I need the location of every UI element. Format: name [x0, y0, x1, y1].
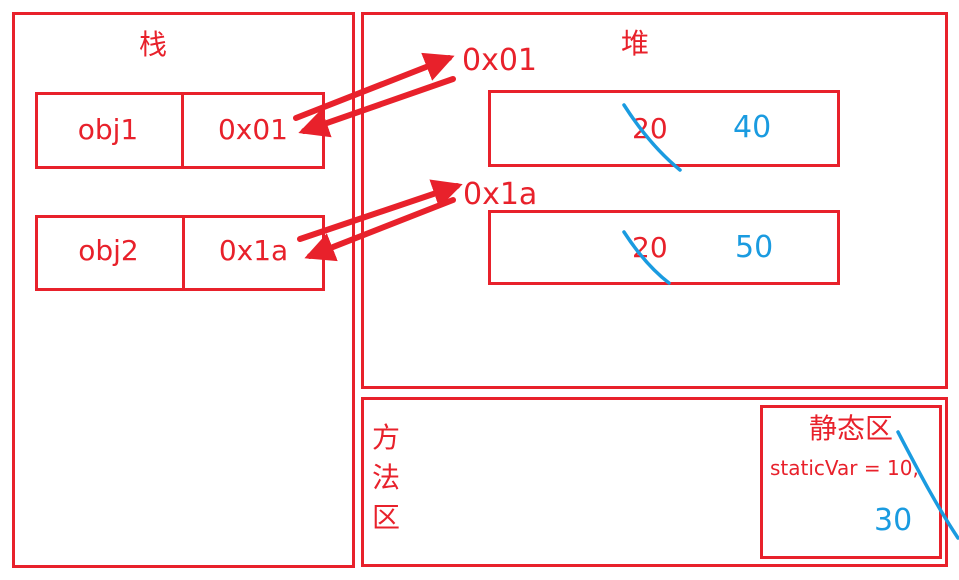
stack-var-name-obj1: obj1 [77, 113, 139, 146]
stack-var-name-obj2: obj2 [78, 234, 139, 267]
heap-title: 堆 [621, 27, 650, 60]
stack-row-divider [182, 215, 185, 291]
pointer-arrows-obj1 [293, 52, 456, 138]
reference-arrow [297, 179, 463, 242]
stack-panel [12, 12, 355, 568]
strike-mark [622, 103, 682, 172]
strike-mark [622, 230, 671, 285]
heap-object-0x01 [488, 90, 840, 167]
heap-object-new-value: 40 [733, 110, 772, 145]
stack-var-address-obj2: 0x1a [218, 234, 289, 267]
method-area-title: 方法区 [372, 421, 401, 534]
pointer-arrows-obj2 [297, 179, 463, 262]
method-area-panel [361, 397, 948, 567]
return-arrow [304, 197, 456, 262]
stack-var-address-obj1: 0x01 [217, 113, 288, 146]
strike-mark [896, 430, 959, 540]
heap-panel [361, 12, 948, 389]
return-arrow [298, 76, 456, 138]
heap-address-label: 0x1a [463, 177, 538, 212]
reference-arrow [293, 52, 455, 121]
stack-row-divider [181, 92, 184, 169]
heap-object-new-value: 50 [735, 230, 774, 265]
static-area-panel [760, 405, 942, 559]
heap-object-old-value: 20 [632, 231, 668, 264]
static-var-declaration: staticVar = 10; [770, 456, 920, 480]
stack-title: 栈 [139, 28, 168, 61]
static-var-new-value: 30 [874, 503, 913, 538]
heap-object-0x1a [488, 210, 840, 285]
static-area-title: 静态区 [808, 412, 893, 445]
heap-address-label: 0x01 [462, 43, 538, 78]
